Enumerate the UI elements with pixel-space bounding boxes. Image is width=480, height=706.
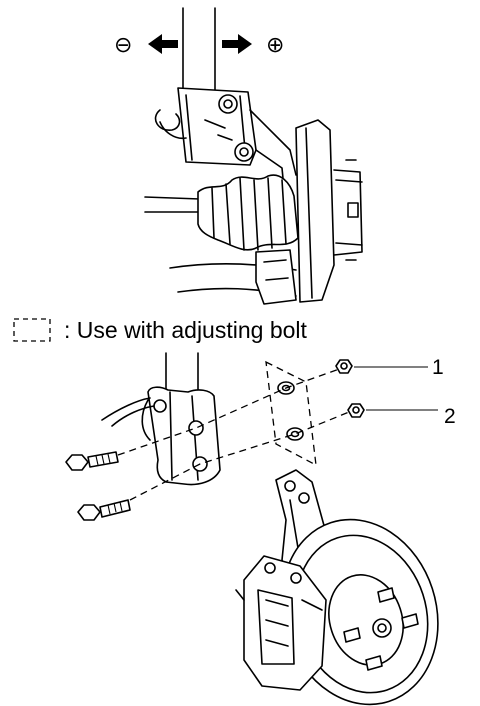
wheel-hub	[295, 119, 363, 303]
drive-shaft	[144, 196, 201, 213]
hub-stud	[377, 587, 395, 603]
brake-caliper	[235, 555, 327, 691]
exploded-assembly-view: 1 2	[65, 352, 456, 706]
nut-1	[335, 359, 353, 374]
strut-tube	[182, 7, 216, 96]
cv-boot	[197, 174, 299, 251]
callout-1-label: 1	[432, 356, 444, 379]
lower-bolt	[77, 499, 131, 521]
adjusting-plate	[265, 360, 317, 467]
plus-symbol: ⊕	[266, 32, 284, 57]
plate-hole-upper	[277, 381, 295, 395]
hub-stud	[365, 655, 383, 671]
hub-stud	[401, 613, 419, 629]
nut-2	[347, 403, 365, 418]
legend-text: : Use with adjusting bolt	[64, 317, 308, 343]
arrow-right-icon	[222, 34, 252, 54]
hub-studs	[343, 587, 419, 671]
lower-arm	[169, 249, 297, 305]
legend: : Use with adjusting bolt	[13, 317, 308, 343]
hub-stud	[343, 627, 361, 643]
minus-symbol: ⊖	[114, 32, 132, 57]
upper-bracket-bolt	[218, 94, 238, 114]
callout-2-label: 2	[444, 405, 456, 428]
arrow-left-icon	[148, 34, 178, 54]
strut-lower-body	[101, 352, 221, 486]
upper-bolt	[65, 451, 119, 471]
top-assembly-view: ⊖ ⊕	[114, 7, 363, 305]
plate-hole-lower	[286, 427, 304, 441]
dashed-box-icon	[13, 318, 51, 342]
lower-bracket-bolt	[234, 142, 254, 162]
